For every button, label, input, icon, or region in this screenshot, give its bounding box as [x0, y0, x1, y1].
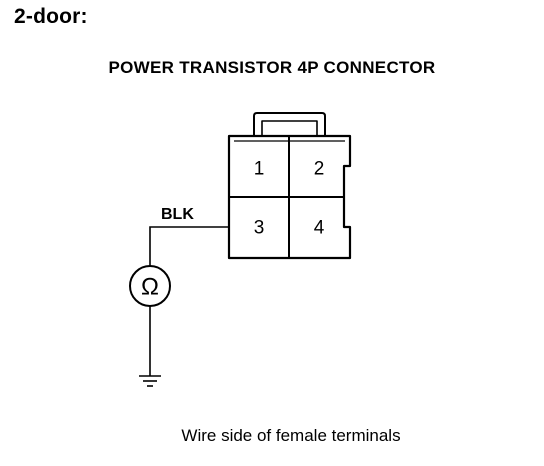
diagram-caption: Wire side of female terminals	[181, 426, 401, 445]
pin-3-label: 3	[254, 218, 265, 239]
ohmmeter-icon: Ω	[129, 265, 171, 307]
ground-icon	[139, 375, 161, 387]
page-heading: 2-door:	[14, 5, 88, 28]
pin-1-label: 1	[254, 159, 265, 180]
pin-2-label: 2	[314, 159, 325, 180]
ohm-symbol: Ω	[141, 274, 159, 301]
diagram-title: POWER TRANSISTOR 4P CONNECTOR	[108, 58, 436, 77]
wire-color-label: BLK	[161, 206, 194, 223]
test-wire	[149, 226, 229, 376]
pin-4-label: 4	[314, 218, 325, 239]
connector-icon	[227, 112, 352, 260]
